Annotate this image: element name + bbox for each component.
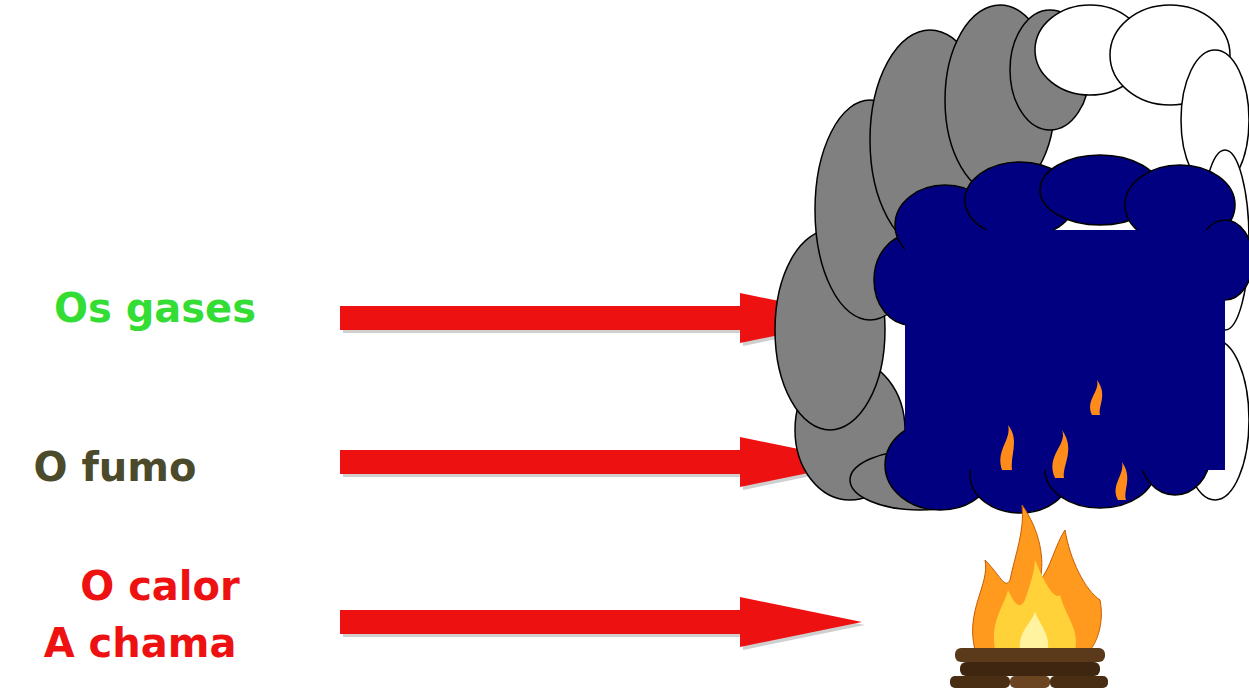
label-text: O fumo <box>34 445 197 489</box>
label-text: Os gases <box>54 286 256 330</box>
campfire <box>950 505 1108 688</box>
label-text: O calor <box>80 564 240 608</box>
blue-gas-cloud <box>874 155 1249 513</box>
small-flames <box>1000 380 1127 500</box>
label-text: A chama <box>44 621 237 665</box>
